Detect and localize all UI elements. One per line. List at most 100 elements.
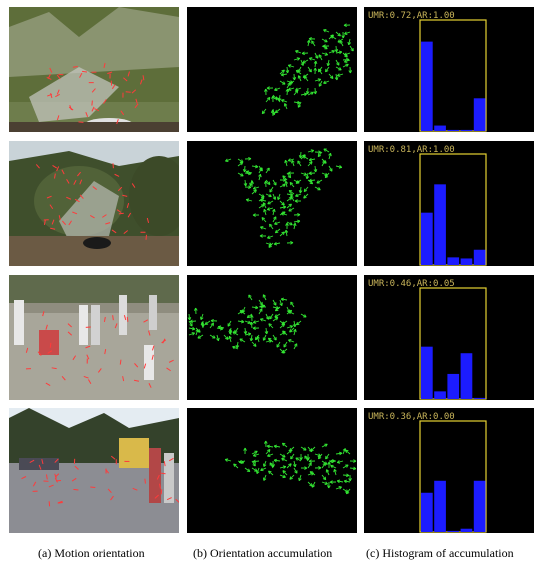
orientation-arrow — [285, 66, 290, 74]
orientation-arrow — [335, 31, 341, 37]
motion-vector — [159, 483, 161, 489]
orientation-arrow — [265, 313, 270, 320]
orientation-arrow — [281, 457, 288, 462]
orientation-arrow — [279, 183, 286, 188]
orientation-arrow — [248, 294, 253, 301]
histogram-bar — [434, 480, 446, 532]
orientation-arrow — [285, 88, 290, 96]
orientation-arrow — [263, 208, 267, 216]
motion-vector — [67, 323, 72, 328]
orientation-arrow — [317, 151, 323, 158]
orientation-arrow — [274, 306, 281, 312]
orientation-arrow — [349, 459, 357, 463]
motion-vector — [114, 173, 120, 177]
orientation-arrow — [349, 45, 354, 52]
orientation-arrow — [249, 321, 254, 329]
orientation-arrow — [228, 328, 233, 336]
orientation-arrow — [188, 320, 193, 327]
motion-vector — [74, 465, 79, 470]
orientation-arrow — [259, 198, 267, 203]
orientation-arrow — [286, 82, 291, 89]
orientation-arrow — [293, 467, 298, 474]
orientation-arrow — [244, 320, 251, 325]
histogram-bar — [421, 212, 433, 265]
orientation-arrow — [335, 451, 343, 456]
orientation-arrow — [256, 335, 260, 343]
orientation-arrow — [265, 167, 270, 174]
motion-vector — [139, 79, 143, 85]
orientation-arrow — [327, 461, 331, 469]
orientation-arrow — [193, 307, 198, 315]
orientation-arrow — [348, 474, 352, 482]
motion-vector — [89, 214, 95, 219]
orientation-arrow — [323, 80, 330, 85]
orientation-arrow — [292, 222, 297, 230]
orientation-arrow — [284, 229, 289, 237]
orientation-arrow — [277, 193, 281, 200]
motion-vector — [132, 487, 138, 491]
orientation-arrow — [314, 186, 321, 191]
orientation-arrow — [328, 152, 332, 160]
motion-vector — [151, 345, 155, 351]
histogram-bar — [460, 353, 473, 399]
motion-vector — [160, 472, 166, 475]
histogram-bar — [421, 492, 433, 532]
orientation-arrow — [301, 51, 309, 56]
orientation-arrow — [252, 453, 260, 457]
motion-vector — [168, 457, 174, 462]
motion-vector — [55, 93, 60, 98]
orientation-arrow — [339, 40, 344, 47]
motion-vector — [134, 363, 139, 368]
orientation-arrow — [302, 59, 309, 64]
orientation-arrow — [326, 59, 331, 67]
orientation-arrow — [299, 453, 303, 461]
motion-vector — [103, 316, 106, 323]
orientation-arrow — [330, 35, 337, 40]
orientation-arrow — [237, 161, 244, 167]
motion-vector — [123, 230, 129, 235]
motion-vector — [118, 212, 124, 215]
orientation-arrow — [282, 470, 288, 476]
orientation-arrow — [282, 330, 288, 336]
orientation-arrow — [235, 341, 240, 349]
orientation-arrow — [261, 217, 267, 223]
orientation-arrow — [272, 334, 277, 341]
orientation-arrow — [252, 320, 260, 324]
orientation-arrow — [242, 165, 247, 173]
orientation-arrow — [281, 348, 288, 354]
orientation-arrow — [330, 464, 337, 469]
orientation-arrow — [307, 149, 315, 153]
motion-vector — [105, 222, 111, 225]
orientation-arrow — [244, 156, 252, 161]
motion-vector — [91, 88, 96, 93]
motion-vector — [73, 179, 77, 185]
histogram-label: UMR:0.46,AR:0.05 — [368, 279, 455, 289]
orientation-arrow — [228, 335, 232, 343]
histogram-bar — [473, 397, 486, 399]
motion-vector — [72, 211, 78, 215]
orientation-arrow — [279, 69, 285, 75]
motion-vector — [87, 379, 92, 385]
orientation-arrow — [293, 343, 298, 350]
orientation-arrow — [274, 313, 281, 318]
orientation-arrow — [345, 449, 351, 455]
motion-vector — [114, 323, 118, 329]
orientation-arrow — [286, 192, 294, 197]
orientation-arrow — [309, 471, 316, 476]
orientation-arrow — [300, 466, 308, 470]
orientation-arrow — [287, 87, 295, 91]
motion-vector — [42, 311, 45, 317]
orientation-arrow — [323, 148, 330, 153]
orientation-arrow — [298, 151, 303, 159]
orientation-arrow — [300, 446, 307, 451]
orientation-arrow — [225, 158, 232, 163]
motion-vector — [50, 93, 53, 99]
orientation-arrow — [325, 453, 330, 460]
orientation-arrow — [288, 310, 295, 315]
motion-vector — [25, 347, 29, 353]
motion-vector — [48, 484, 54, 488]
motion-vector — [90, 486, 96, 489]
orientation-arrow — [251, 305, 259, 310]
orientation-arrow — [313, 60, 318, 68]
orientation-arrow — [318, 68, 323, 75]
